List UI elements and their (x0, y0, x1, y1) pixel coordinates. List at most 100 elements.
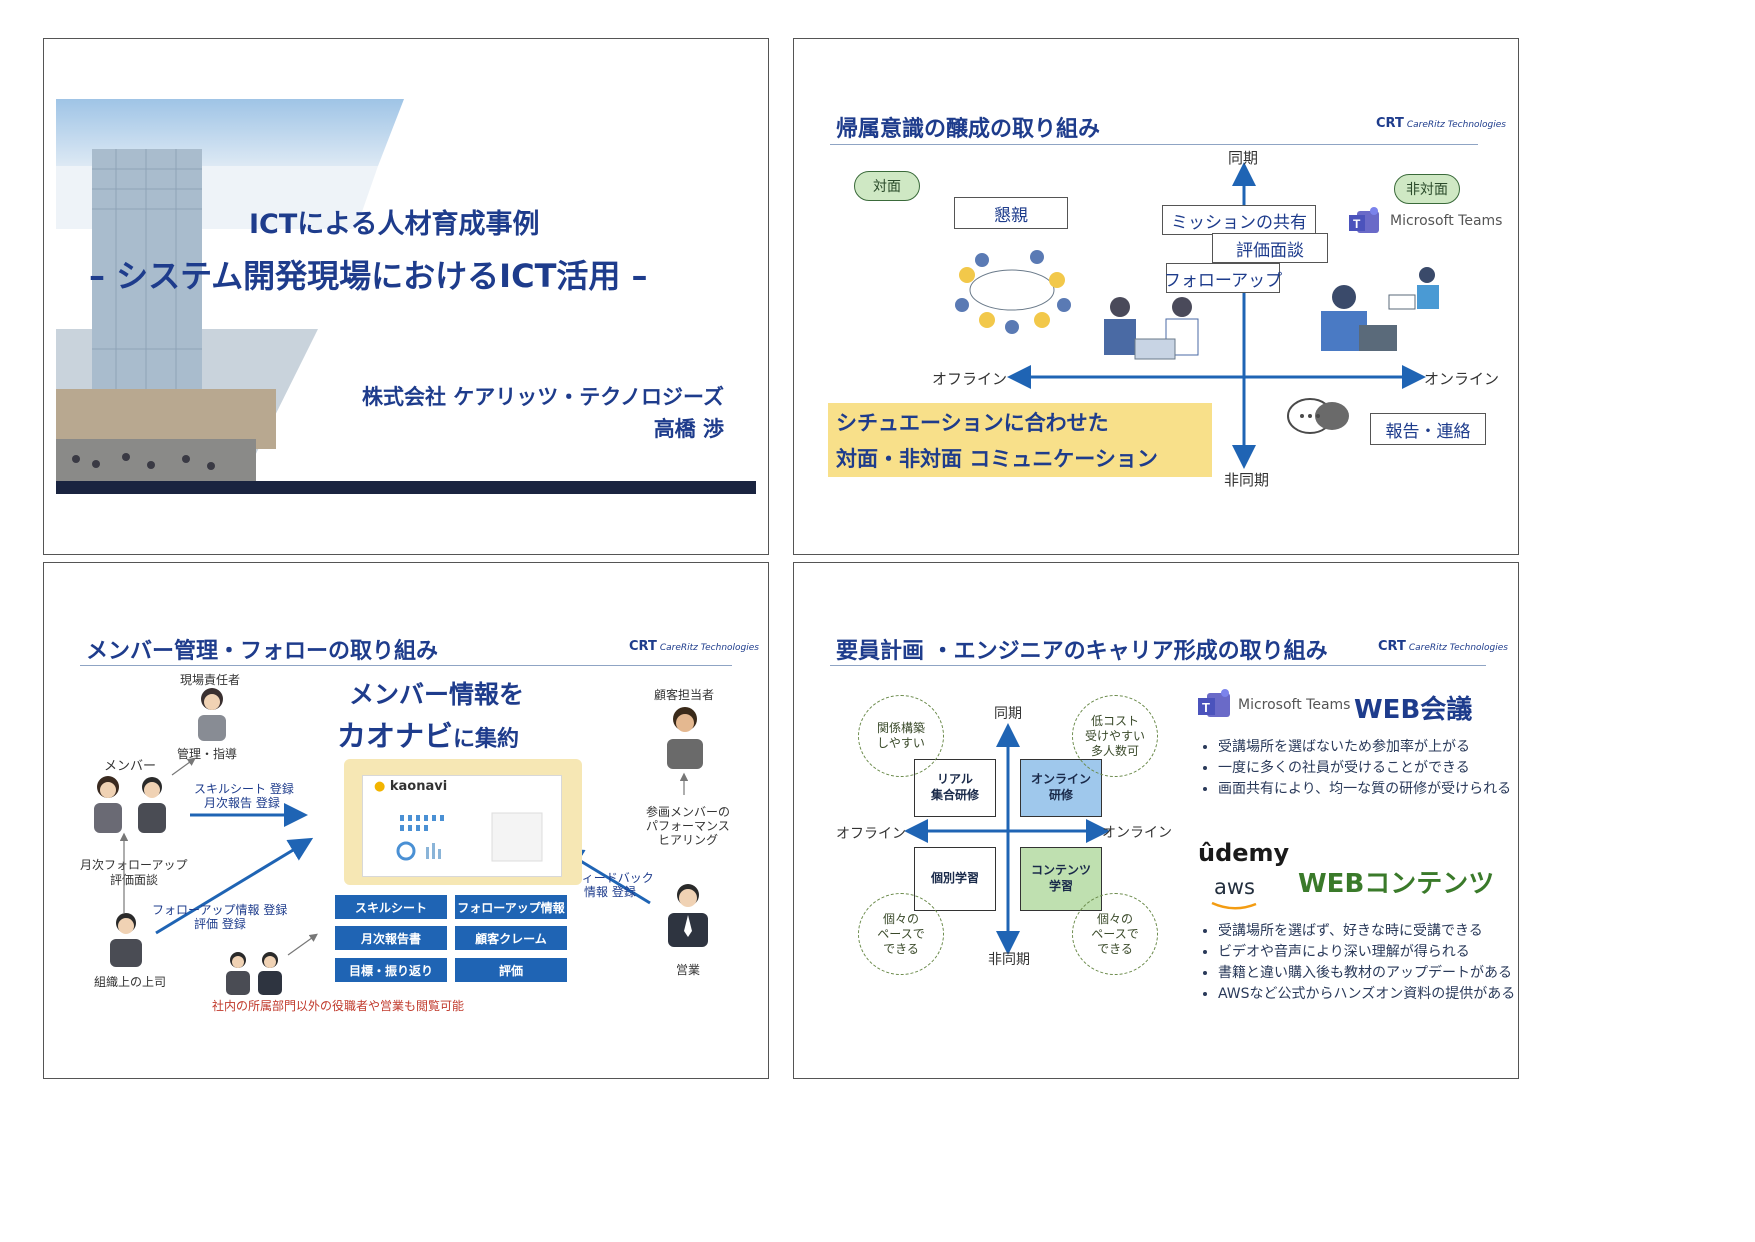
meeting-point: 画面共有により、均一な質の研修が受けられる (1218, 779, 1511, 800)
axis-left-label: オフライン (836, 826, 906, 842)
role-site-manager: 現場責任者 (180, 673, 241, 687)
teams-label: Microsoft Teams (1238, 697, 1351, 713)
monthly-report-register-label: 月次報告 登録 (204, 796, 280, 810)
axis-bottom-label: 非同期 (988, 952, 1030, 968)
kaonavi-goals-reflection-button[interactable]: 目標・振り返り (335, 958, 447, 982)
title-line-2: – システム開発現場におけるICT活用 – (89, 257, 648, 295)
headline-suffix: に集約 (453, 727, 520, 752)
teams-label: Microsoft Teams (1390, 213, 1503, 229)
web-meeting-heading: WEB会議 (1354, 695, 1473, 725)
pill-face-to-face: 対面 (854, 171, 920, 201)
meeting-point: 受講場所を選ばないため参加率が上がる (1218, 737, 1511, 758)
kaonavi-evaluation-button[interactable]: 評価 (455, 958, 567, 982)
quadrant-axes (904, 723, 1110, 955)
svg-text:T: T (1202, 700, 1210, 715)
slide-title: メンバー管理・フォローの取り組み (86, 639, 439, 664)
performance-label-1: 参画メンバーの (646, 805, 731, 819)
udemy-logo: ûdemy (1198, 839, 1290, 867)
box-social: 懇親 (954, 197, 1068, 229)
content-point: AWSなど公式からハンズオン資料の提供がある (1218, 984, 1515, 1005)
evaluation-register-label: 評価 登録 (194, 917, 246, 931)
axis-left-label: オフライン (932, 370, 1008, 388)
company-name: 株式会社 ケアリッツ・テクノロジーズ (362, 385, 724, 409)
box-evaluation: 評価面談 (1212, 233, 1328, 263)
pill-remote: 非対面 (1394, 174, 1460, 204)
microsoft-teams-icon: T (1196, 689, 1234, 721)
kaonavi-followup-info-button[interactable]: フォローアップ情報 (455, 895, 567, 919)
chat-bubble-icon (1287, 398, 1349, 434)
title-divider (80, 665, 732, 666)
kaonavi-monthly-report-button[interactable]: 月次報告書 (335, 926, 447, 950)
meeting-point: 一度に多くの社員が受けることができる (1218, 758, 1511, 779)
kaonavi-skill-sheet-button[interactable]: スキルシート (335, 895, 447, 919)
building-photo (56, 99, 756, 494)
role-supervisor: 組織上の上司 (94, 975, 167, 989)
skill-sheet-register-label: スキルシート 登録 (194, 782, 294, 796)
kaonavi-dashboard-graphic (396, 812, 543, 862)
content-point: 書籍と違い購入後も教材のアップデートがある (1218, 963, 1515, 984)
performance-label-3: ヒアリング (658, 833, 719, 847)
benefit-low-cost: 低コスト 受けやすい 多人数可 (1072, 695, 1158, 777)
feedback-label-2: 情報 登録 (584, 885, 636, 899)
web-meeting-points: 受講場所を選ばないため参加率が上がる 一度に多くの社員が受けることができる 画面… (1196, 737, 1511, 800)
benefit-own-pace-left: 個々の ペースで できる (858, 893, 944, 975)
role-customer: 顧客担当者 (654, 688, 715, 702)
quadrant-individual-study: 個別学習 (914, 847, 996, 911)
presenter-name: 高橋 渉 (653, 417, 724, 441)
quadrant-real-training: リアル 集合研修 (914, 759, 996, 817)
kaonavi-customer-complaint-button[interactable]: 顧客クレーム (455, 926, 567, 950)
role-site-manager-sub: 管理・指導 (177, 747, 238, 761)
title-divider (830, 144, 1478, 145)
aws-logo: aws (1214, 875, 1255, 899)
feedback-label-1: フィードバック (570, 871, 654, 885)
title-divider (830, 665, 1486, 666)
box-report: 報告・連絡 (1370, 413, 1486, 445)
axis-right-label: オンライン (1102, 825, 1172, 841)
slide-title: 帰属意識の醸成の取り組み (836, 117, 1101, 142)
executives-avatars (226, 952, 282, 995)
highlight-line-1: シチュエーションに合わせた (836, 411, 1109, 435)
title-line-1: ICTによる人材育成事例 (249, 209, 540, 240)
web-contents-points: 受講場所を選ばず、好きな時に受講できる ビデオや音声により深い理解が得られる 書… (1196, 921, 1515, 1005)
slide-title: 要員計画 ・エンジニアのキャリア形成の取り組み (836, 639, 1328, 664)
followup-info-register-label: フォローアップ情報 登録 (152, 903, 288, 917)
axis-bottom-label: 非同期 (1224, 471, 1270, 489)
quadrant-online-training: オンライン 研修 (1020, 759, 1102, 817)
axis-top-label: 同期 (1228, 149, 1259, 167)
aws-smile-icon (1211, 901, 1257, 910)
performance-label-2: パフォーマンス (646, 819, 730, 833)
highlight-box (828, 403, 1212, 477)
axis-right-label: オンライン (1424, 370, 1500, 388)
role-sales: 営業 (676, 963, 701, 977)
highlight-line-2: 対面・非対面 コミュニケーション (836, 447, 1158, 471)
monthly-followup-label-2: 評価面談 (110, 873, 159, 887)
benefit-own-pace-right: 個々の ペースで できる (1072, 893, 1158, 975)
monthly-followup-label-1: 月次フォローアップ (80, 858, 188, 872)
content-point: 受講場所を選ばず、好きな時に受講できる (1218, 921, 1515, 942)
viewing-note: 社内の所属部門以外の役職者や営業も閲覧可能 (212, 999, 465, 1013)
headline-line-2: カオナビに集約 (337, 713, 519, 755)
kaonavi-logo: ● kaonavi (374, 779, 448, 794)
supervisor-avatar (110, 913, 142, 967)
customer-avatar (667, 707, 703, 769)
dinner-party-illustration (955, 250, 1071, 334)
content-point: ビデオや音声により深い理解が得られる (1218, 942, 1515, 963)
site-manager-avatar (198, 688, 226, 741)
slide-title: ICTによる人材育成事例 – システム開発現場におけるICT活用 – 株式会社 … (43, 38, 769, 555)
web-contents-heading: WEBコンテンツ (1298, 869, 1495, 899)
box-mission: ミッションの共有 (1162, 205, 1316, 235)
role-member: メンバー (104, 759, 157, 774)
member-avatars (94, 776, 166, 833)
svg-text:T: T (1353, 217, 1361, 231)
kaonavi-emphasis: カオナビ (337, 719, 454, 753)
box-followup: フォローアップ (1164, 263, 1282, 293)
axis-top-label: 同期 (994, 706, 1022, 722)
headline-line-1: メンバー情報を (349, 680, 525, 709)
microsoft-teams-icon: T (1347, 207, 1383, 237)
meeting-illustration (1104, 297, 1199, 360)
